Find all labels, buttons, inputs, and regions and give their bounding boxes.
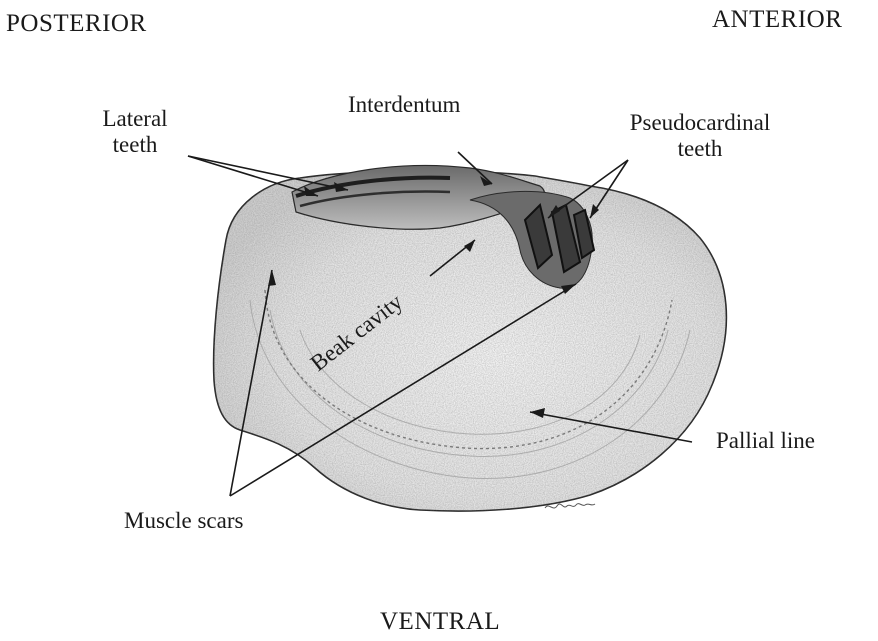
interdentum-label: Interdentum [348,92,460,118]
pseudocardinal-teeth-label-line2: teeth [590,136,810,162]
anterior-label: ANTERIOR [712,6,842,35]
lateral-teeth-label-line1: Lateral [80,106,190,132]
lateral-teeth-label-line2: teeth [80,132,190,158]
pseudocardinal-teeth-label: Pseudocardinal teeth [590,110,810,163]
muscle-scars-label: Muscle scars [124,508,243,534]
pseudocardinal-teeth-label-line1: Pseudocardinal [590,110,810,136]
ventral-label: VENTRAL [380,608,500,637]
posterior-label: POSTERIOR [6,10,147,39]
lateral-teeth-label: Lateral teeth [80,106,190,159]
pallial-line-label: Pallial line [716,428,815,454]
